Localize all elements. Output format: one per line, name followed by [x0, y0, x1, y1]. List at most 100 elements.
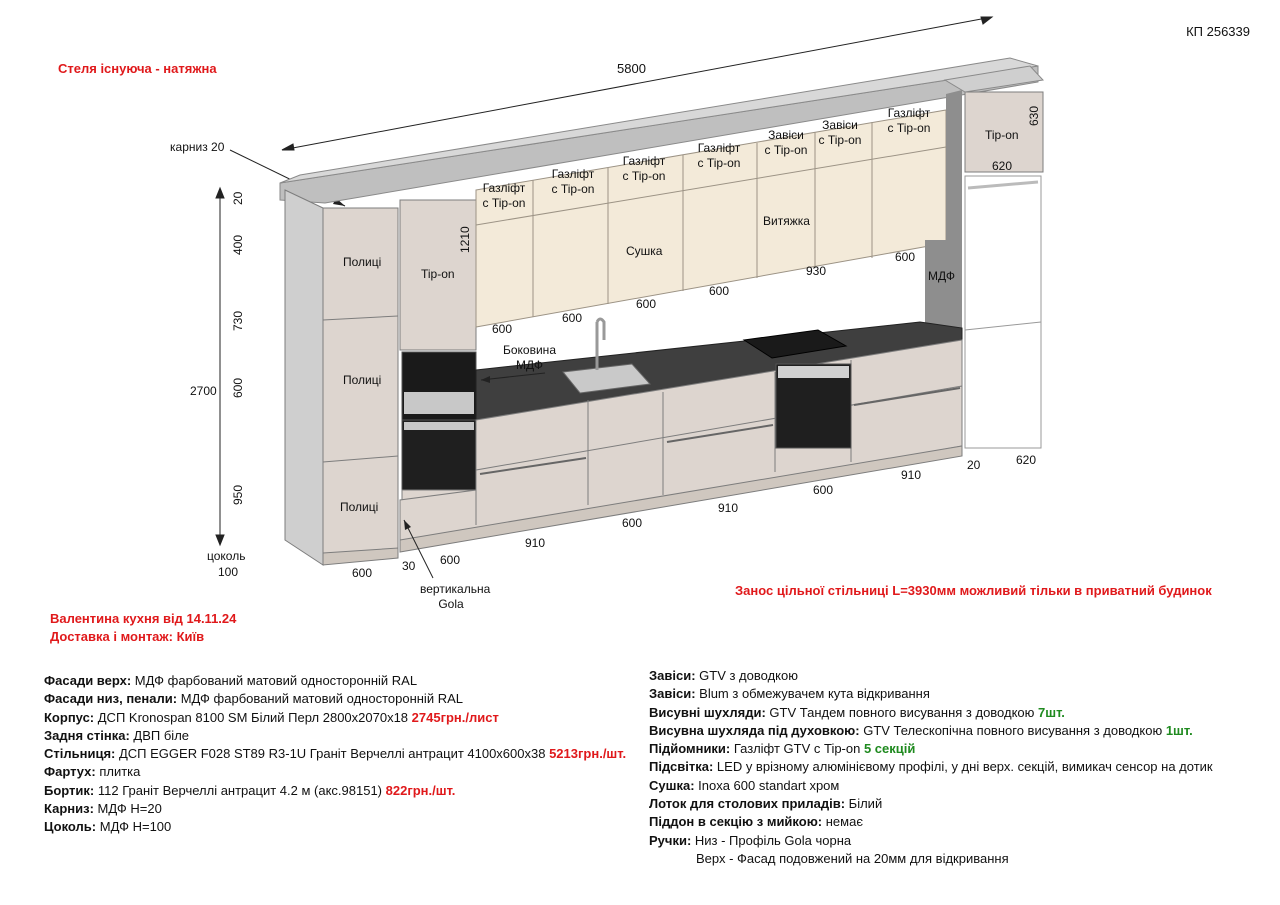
spec-left-value: МДФ Н=20: [93, 801, 162, 817]
spec-left-row: Карниз: МДФ Н=20: [44, 800, 626, 818]
lower-width-1: 600: [352, 566, 373, 580]
height-label-730: 730: [231, 310, 245, 331]
spec-left-row: Фартух: плитка: [44, 763, 626, 781]
spec-right-value: GTV Телескопічна повного висування з дов…: [859, 722, 1166, 738]
label-dryer: Сушка: [626, 244, 663, 258]
label-tipon-tall: Tip-on: [421, 267, 455, 281]
tall-cabinet-shelves-front: [322, 207, 399, 554]
spec-right-row: Ручки: Низ - Профіль Gola чорна: [649, 832, 1213, 850]
label-mdf-right: МДФ: [928, 269, 955, 283]
spec-right-extra: 7шт.: [1038, 704, 1065, 720]
spec-right-row: Лоток для столових приладів: Білий: [649, 795, 1213, 813]
spec-left-key: Стільниця:: [44, 746, 116, 762]
spec-right-key: Лоток для столових приладів:: [649, 796, 846, 812]
spec-left-row: Цоколь: МДФ Н=100: [44, 818, 626, 836]
cooktop: [742, 329, 848, 359]
lower-width-7: 910: [901, 468, 922, 482]
spec-left-value: ДСП EGGER F028 ST89 R3-1U Граніт Верчелл…: [115, 746, 550, 762]
label-shelves-top: Полиці: [343, 255, 382, 269]
upper-width-4: 600: [709, 284, 730, 298]
spec-right-row: Підсвітка: LED у врізному алюмінієвому п…: [649, 758, 1213, 776]
label-hood: Витяжка: [763, 214, 810, 228]
spec-right-extra: 1шт.: [1165, 722, 1193, 738]
spec-left-row: Бортик: 112 Граніт Верчеллі антрацит 4.2…: [44, 782, 626, 800]
spec-right-value: Inoxa 600 standart хром: [694, 777, 840, 793]
lower-width-2: 600: [440, 553, 461, 567]
spec-right-row: Підйомники: Газліфт GTV с Tip-on 5 секці…: [649, 740, 1213, 758]
spec-right-row: Висувна шухляда під духовкою: GTV Телеск…: [649, 722, 1213, 740]
fridge-width: 620: [1016, 453, 1037, 467]
cornice-label: карниз 20: [170, 140, 225, 154]
height-label-20: 20: [231, 191, 245, 205]
spec-right-extra: 5 секцій: [863, 741, 916, 757]
height-label-400: 400: [231, 234, 245, 255]
height-label-950: 950: [231, 484, 245, 505]
label-gola-vertical: вертикальна Gola: [420, 582, 491, 611]
delivery-line: Доставка і монтаж: Київ: [50, 629, 205, 644]
spec-right-value: GTV з доводкою: [695, 668, 798, 683]
sink: [562, 363, 652, 394]
label-tipon-fridge: Tip-on: [985, 128, 1019, 142]
spec-right-key: Підйомники:: [649, 741, 731, 757]
spec-right-row: Завіси: GTV з доводкою: [649, 667, 1213, 685]
label-mdf-side: Боковина МДФ: [503, 343, 556, 372]
spec-left-key: Корпус:: [44, 709, 95, 725]
spec-right-value: Білий: [845, 796, 883, 812]
spec-right-value: Газліфт GTV с Tip-on: [730, 741, 864, 757]
upper-width-5: 930: [806, 264, 827, 278]
upper-width-6: 600: [895, 250, 916, 264]
spec-left-row: Стільниця: ДСП EGGER F028 ST89 R3-1U Гра…: [44, 745, 626, 763]
spec-left-extra: 5213грн./шт.: [549, 746, 627, 762]
label-gaslift-2: Газліфт с Tip-on: [551, 167, 595, 196]
spec-left-value: 112 Граніт Верчеллі антрацит 4.2 м (акс.…: [94, 782, 386, 798]
spec-right-value: LED у врізному алюмінієвому профілі, у д…: [713, 759, 1213, 775]
upper-width-2: 600: [562, 311, 583, 325]
spec-left-row: Фасади верх: МДФ фарбований матовий одно…: [44, 672, 626, 690]
client-line: Валентина кухня від 14.11.24: [50, 611, 237, 626]
lower-width-gola: 30: [402, 559, 416, 573]
spec-right-row: Завіси: Blum з обмежувачем кута відкрива…: [649, 685, 1213, 703]
tall-cabinet-side: [284, 189, 324, 566]
spec-left-row: Задня стінка: ДВП біле: [44, 727, 626, 745]
fridge-top-depth: 620: [992, 159, 1013, 173]
spec-right-key: Сушка:: [649, 777, 695, 793]
upper-width-1: 600: [492, 322, 513, 336]
spec-right-value: Низ - Профіль Gola чорна: [691, 832, 852, 848]
spec-right-key: Висувна шухляда під духовкою:: [649, 722, 860, 738]
spec-left-value: ДСП Kronospan 8100 SM Білий Перл 2800х20…: [94, 709, 412, 725]
spec-left-value: МДФ Н=100: [96, 819, 172, 835]
fridge-top-cabinet: [964, 91, 1044, 173]
lower-width-5: 910: [718, 501, 739, 515]
upper-height-label: 1210: [458, 226, 472, 253]
height-total-label: 2700: [190, 384, 217, 398]
ceiling-note: Стеля існуюча - натяжна: [58, 61, 217, 76]
spec-left-value: МДФ фарбований матовий односторонній RAL: [131, 673, 418, 688]
label-gaslift-3: Газліфт с Tip-on: [622, 154, 666, 183]
countertop-note: Занос цільної стільниці L=3930мм можливи…: [735, 583, 1212, 598]
spec-left-value: плитка: [95, 764, 141, 780]
spec-left-value: ДВП біле: [129, 727, 190, 743]
label-hinges-1: Завіси с Tip-on: [764, 128, 808, 157]
label-shelves-bottom: Полиці: [340, 500, 379, 514]
label-gaslift-4: Газліфт с Tip-on: [697, 141, 741, 170]
spec-right-row: Сушка: Inoxa 600 standart хром: [649, 777, 1213, 795]
spec-right-key: Висувні шухляди:: [649, 704, 766, 720]
plinth-label: цоколь: [207, 549, 246, 563]
spec-right-value: немає: [822, 814, 863, 830]
spec-right-row: Піддон в секцію з мийкою: немає: [649, 813, 1213, 831]
spec-right-key: Завіси:: [649, 686, 696, 702]
spec-left-extra: 2745грн./лист: [411, 709, 499, 725]
spec-left-value: МДФ фарбований матовий односторонній RAL: [177, 691, 463, 707]
spec-right-value: Blum з обмежувачем кута відкривання: [695, 686, 930, 702]
lower-width-4: 600: [622, 516, 643, 530]
height-label-600: 600: [231, 377, 245, 398]
spec-left-key: Цоколь:: [44, 819, 97, 835]
spec-left-extra: 822грн./шт.: [385, 782, 456, 798]
label-hinges-2: Завіси с Tip-on: [818, 118, 862, 147]
plinth-value: 100: [218, 565, 239, 579]
label-shelves-mid: Полиці: [343, 373, 382, 387]
fridge: [964, 175, 1042, 449]
fridge-top-width: 630: [1027, 105, 1041, 126]
